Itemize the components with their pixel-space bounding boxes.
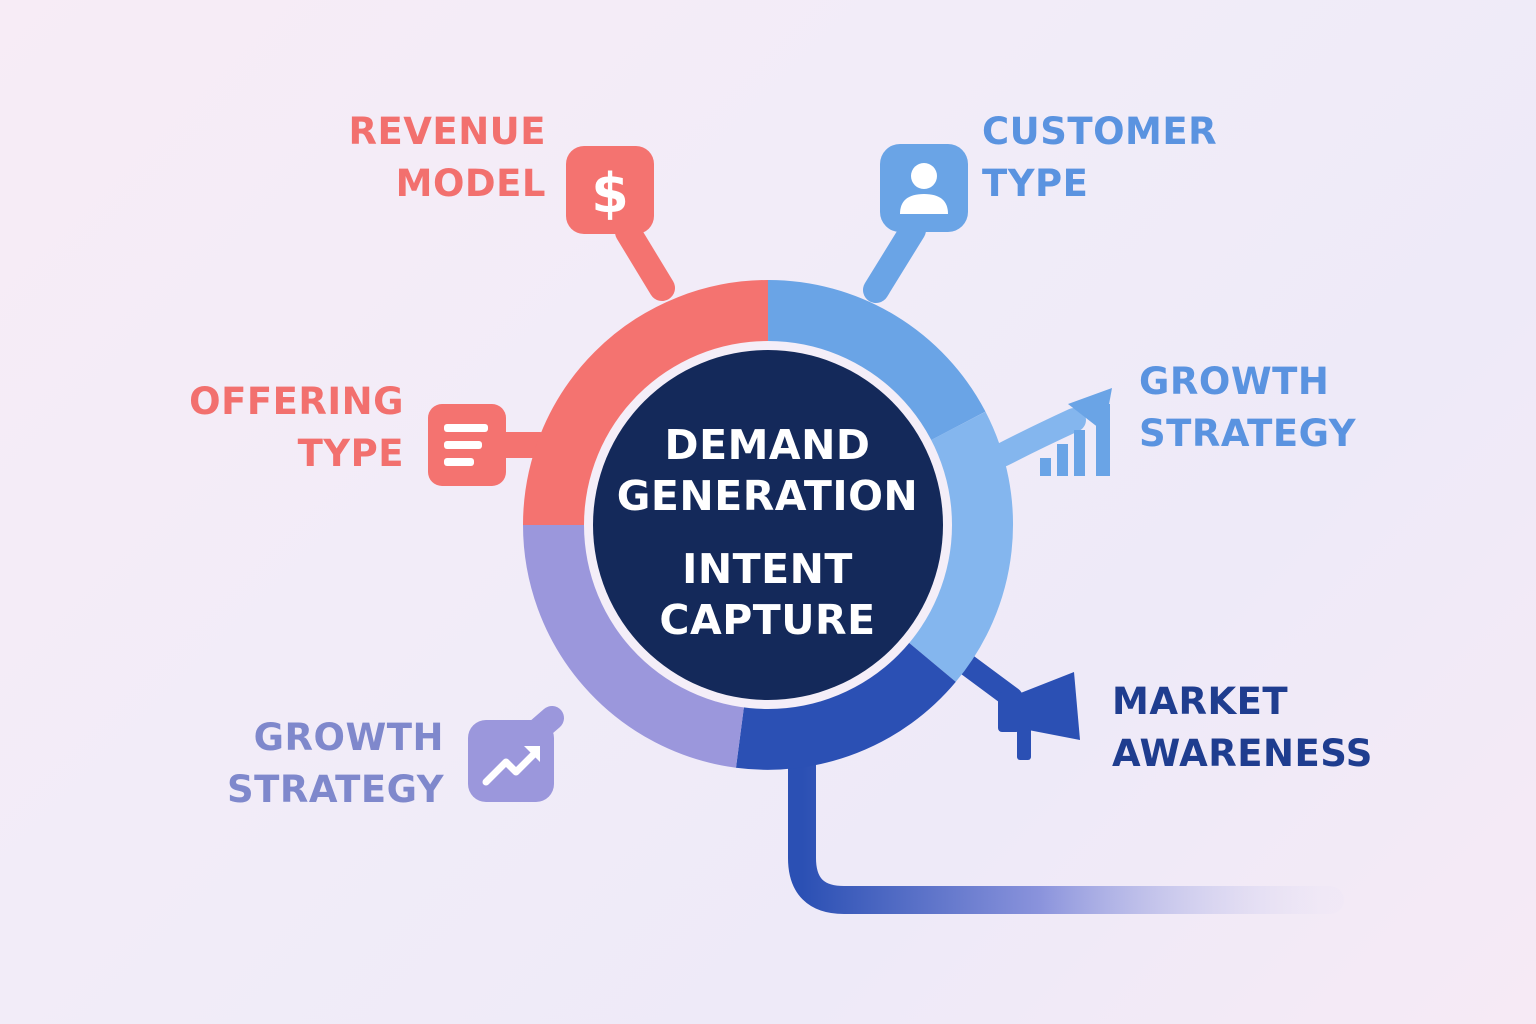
label-growth-strategy-right-line2: STRATEGY (1139, 412, 1357, 455)
label-market-awareness: MARKET AWARENESS (1112, 676, 1373, 780)
ring-segment-dark-blue (735, 641, 956, 770)
label-growth-strategy-right: GROWTH STRATEGY (1139, 356, 1356, 460)
connector-revenue-model (615, 219, 675, 301)
center-title-line2: GENERATION (616, 472, 919, 520)
label-revenue-model-line2: MODEL (395, 162, 546, 205)
label-offering-type-line2: TYPE (297, 432, 404, 475)
document-lines-icon (428, 404, 506, 486)
center-title-line4: CAPTURE (659, 596, 876, 644)
label-revenue-model: REVENUE MODEL (349, 106, 546, 210)
tail-line (788, 736, 1344, 914)
center-title-line3: INTENT (682, 545, 853, 593)
label-customer-type-line1: CUSTOMER (982, 110, 1218, 153)
center-title: DEMAND GENERATION INTENT CAPTURE (595, 420, 940, 646)
label-market-awareness-line1: MARKET (1112, 680, 1289, 723)
megaphone-icon (998, 672, 1080, 760)
ring-segment-red (523, 280, 769, 526)
bar-chart-arrow-icon (1040, 388, 1112, 476)
label-revenue-model-line1: REVENUE (348, 110, 546, 153)
ring-segment-purple (523, 524, 745, 768)
label-customer-type: CUSTOMER TYPE (982, 106, 1217, 210)
center-circle (593, 350, 943, 700)
connector-growth-strategy-right (990, 408, 1086, 467)
connector-customer-type (863, 217, 926, 303)
label-market-awareness-line2: AWARENESS (1112, 732, 1373, 775)
label-offering-type: OFFERING TYPE (189, 376, 404, 480)
ring-segment-light-blue (767, 279, 986, 441)
dollar-icon: $ (566, 146, 654, 234)
trend-arrow-icon (468, 720, 554, 802)
label-offering-type-line1: OFFERING (189, 380, 404, 423)
label-growth-strategy-right-line1: GROWTH (1139, 360, 1330, 403)
label-growth-strategy-left: GROWTH STRATEGY (227, 712, 444, 816)
ring (523, 279, 1013, 770)
label-customer-type-line2: TYPE (982, 162, 1089, 205)
ring-segment-lighter-blue (907, 411, 1013, 682)
user-icon (880, 144, 968, 232)
center-title-line1: DEMAND (664, 421, 871, 469)
svg-text:$: $ (591, 162, 629, 225)
label-growth-strategy-left-line2: STRATEGY (226, 768, 444, 811)
center-title-gap (595, 522, 940, 544)
label-growth-strategy-left-line1: GROWTH (253, 716, 444, 759)
